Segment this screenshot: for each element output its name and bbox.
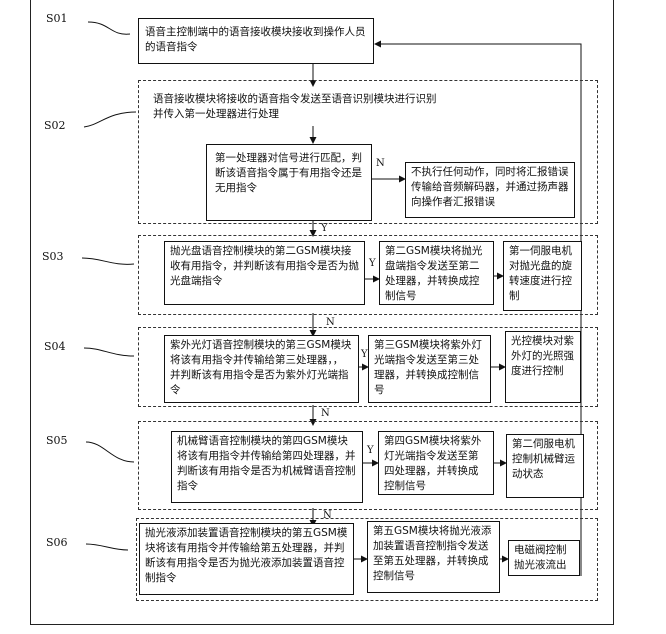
box-s04-uv-lamp-module: 紫外光灯语音控制模块的第三GSM模块将该有用指令并传输给第三处理器，，并判断该有… bbox=[164, 335, 359, 403]
box-s06-gsm5-convert: 第五GSM模块将抛光液添加装置语音控制指令发送至第五处理器，并转换成控制信号 bbox=[367, 521, 500, 593]
box-s05-robot-arm-module: 机械臂语音控制模块的第四GSM模块将该有用指令并传输给第四处理器，并判断该有用指… bbox=[171, 431, 363, 503]
label-no-s03: N bbox=[326, 317, 335, 328]
box-s05-gsm4-convert: 第四GSM模块将紫外灯光端指令发送至第四处理器，并转换成控制信号 bbox=[378, 431, 494, 495]
box-s03-polish-disc-module: 抛光盘语音控制模块的第二GSM模块接收有用指令，并判断该有用指令是否为抛光盘端指… bbox=[164, 241, 365, 305]
label-yes-s04: Y bbox=[361, 349, 368, 360]
box-s01-voice-receive: 语音主控制端中的语音接收模块接收到操作人员的语音指令 bbox=[138, 18, 374, 64]
group-s05 bbox=[138, 421, 598, 510]
step-label-s04: S04 bbox=[44, 340, 66, 353]
label-no-s02: N bbox=[376, 158, 385, 169]
label-yes-s03: Y bbox=[369, 258, 376, 269]
box-s04-gsm3-convert: 第三GSM模块将紫外灯光端指令发送至第三处理器，并转换成控制信号 bbox=[368, 335, 491, 403]
group-s04 bbox=[138, 327, 598, 407]
step-label-s05: S05 bbox=[46, 434, 68, 447]
group-s06 bbox=[136, 518, 598, 601]
group-s03 bbox=[138, 235, 598, 315]
label-yes-s05: Y bbox=[367, 445, 374, 456]
box-s02-judge: 第一处理器对信号进行匹配，判断该语音指令属于有用指令还是无用指令 bbox=[206, 144, 372, 221]
label-yes-s02: Y bbox=[321, 223, 328, 234]
box-s06-valve-control: 电磁阀控制抛光液流出 bbox=[508, 540, 580, 576]
step-label-s06: S06 bbox=[46, 536, 68, 549]
box-s03-servo1-speed: 第一伺服电机对抛光盘的旋转速度进行控制 bbox=[503, 241, 582, 311]
step-label-s01: S01 bbox=[46, 12, 68, 25]
box-s03-gsm2-convert: 第二GSM模块将抛光盘端指令发送至第二处理器，并转换成控制信号 bbox=[379, 241, 494, 305]
box-s06-polish-liquid-module: 抛光液添加装置语音控制模块的第五GSM模块将该有用指令并传输给第五处理器，并判断… bbox=[139, 523, 354, 595]
step-label-s02: S02 bbox=[44, 119, 66, 132]
label-no-s04: N bbox=[321, 408, 330, 419]
group-s02 bbox=[138, 80, 598, 224]
step-label-s03: S03 bbox=[42, 250, 64, 263]
box-s02-recognition: 语音接收模块将接收的语音指令发送至语音识别模块进行识别并传入第一处理器进行处理 bbox=[153, 93, 437, 120]
label-no-s05: N bbox=[323, 510, 332, 521]
outer-frame bbox=[30, 0, 614, 625]
box-s04-light-control: 光控模块对紫外灯的光照强度进行控制 bbox=[505, 331, 581, 403]
box-s05-servo2-arm: 第二伺服电机控制机械臂运动状态 bbox=[506, 434, 584, 498]
box-s02-error-report: 不执行任何动作，同时将汇报错误传输给音频解码器，并通过扬声器向操作者汇报错误 bbox=[405, 162, 575, 218]
